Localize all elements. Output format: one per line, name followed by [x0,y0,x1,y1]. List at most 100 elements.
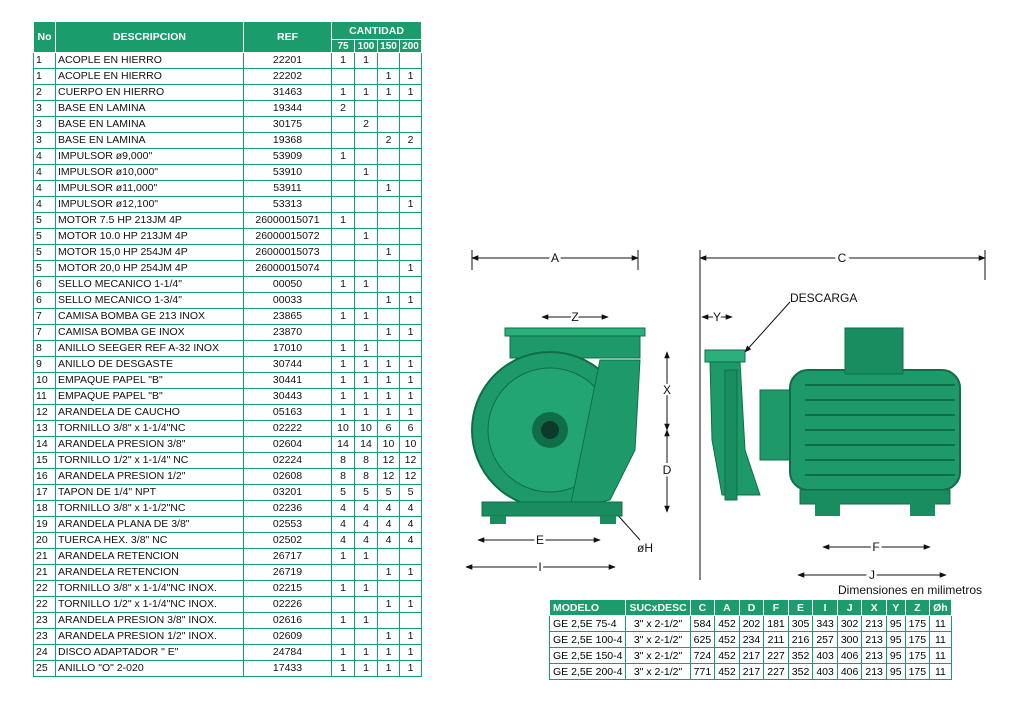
cell-qty-200 [399,164,422,181]
cell-qty-150: 6 [377,420,400,437]
cell-qty-150: 1 [377,388,400,405]
cell-no: 16 [33,468,56,485]
cell-qty-100: 1 [354,308,378,325]
pump-drawing: A Z X D E I øH C Y DESCARGA F J [465,248,986,585]
cell-qty-150: 1 [377,596,400,613]
header-no: No [33,21,56,53]
cell-descripcion: ARANDELA RETENCION [55,548,244,565]
dimensions-cell: 452 [714,663,740,680]
cell-qty-200: 1 [399,84,422,101]
cell-no: 18 [33,500,56,517]
dimensions-cell: 213 [861,631,887,648]
cell-qty-150 [377,260,400,277]
cell-qty-75: 1 [331,84,355,101]
dimensions-cell: 300 [836,631,863,648]
cell-qty-200 [399,100,422,117]
cell-no: 12 [33,404,56,421]
cell-qty-100 [354,628,378,645]
cell-qty-150: 4 [377,532,400,549]
cell-qty-100 [354,100,378,117]
cell-qty-100: 4 [354,500,378,517]
dimensions-cell: 213 [861,647,887,664]
cell-no: 17 [33,484,56,501]
cell-qty-75: 1 [331,404,355,421]
label-d: D [663,463,672,477]
cell-descripcion: CAMISA BOMBA GE INOX [55,324,244,341]
cell-ref: 30175 [243,116,332,133]
cell-qty-200: 1 [399,404,422,421]
cell-qty-200 [399,308,422,325]
cell-descripcion: ANILLO "O" 2-020 [55,660,244,677]
dimensions-cell: 95 [885,647,906,664]
cell-qty-200 [399,116,422,133]
dimensions-cell: 217 [738,663,765,680]
cell-descripcion: ARANDELA PRESION 3/8" INOX. [55,612,244,629]
cell-no: 24 [33,644,56,661]
cell-ref: 53313 [243,196,332,213]
label-f: F [872,540,879,554]
header-size-75: 75 [331,39,355,53]
cell-qty-100 [354,596,378,613]
cell-descripcion: CAMISA BOMBA GE 213 INOX [55,308,244,325]
dimensions-cell: 771 [689,663,716,680]
cell-qty-150: 1 [377,404,400,421]
cell-qty-75: 1 [331,356,355,373]
cell-no: 10 [33,372,56,389]
cell-qty-150 [377,228,400,245]
dimensions-header-cell: SUCxDESC [625,599,691,616]
dimensions-cell: 175 [904,647,931,664]
cell-qty-100 [354,292,378,309]
cell-no: 23 [33,612,56,629]
cell-qty-75: 4 [331,532,355,549]
cell-qty-200: 4 [399,516,422,533]
cell-no: 3 [33,100,56,117]
cell-qty-75 [331,292,355,309]
cell-no: 4 [33,164,56,181]
dimensions-header-cell: A [714,599,740,616]
cell-qty-75: 1 [331,372,355,389]
cell-no: 6 [33,292,56,309]
cell-qty-100 [354,180,378,197]
cell-ref: 02222 [243,420,332,437]
cell-descripcion: TORNILLO 3/8" x 1-1/2"NC [55,500,244,517]
dimensions-cell: 227 [763,647,789,664]
dimensions-cell: 3" x 2-1/2" [625,631,691,648]
cell-descripcion: TORNILLO 1/2" x 1-1/4"NC INOX. [55,596,244,613]
dimensions-header-cell: X [861,599,887,616]
cell-ref: 26000015071 [243,212,332,229]
cell-descripcion: EMPAQUE PAPEL "B" [55,388,244,405]
cell-qty-200 [399,148,422,165]
cell-no: 19 [33,516,56,533]
cell-no: 13 [33,420,56,437]
cell-qty-150: 1 [377,564,400,581]
cell-ref: 00033 [243,292,332,309]
dimensions-header-cell: C [689,599,716,616]
cell-ref: 02608 [243,468,332,485]
cell-qty-150: 1 [377,628,400,645]
cell-no: 20 [33,532,56,549]
cell-ref: 03201 [243,484,332,501]
cell-qty-100: 8 [354,468,378,485]
cell-ref: 02502 [243,532,332,549]
dimensions-cell: 11 [929,647,952,664]
cell-qty-75 [331,324,355,341]
cell-qty-150: 1 [377,356,400,373]
cell-ref: 31463 [243,84,332,101]
cell-qty-75 [331,196,355,213]
dimensions-header-cell: E [787,599,814,616]
cell-qty-100 [354,564,378,581]
